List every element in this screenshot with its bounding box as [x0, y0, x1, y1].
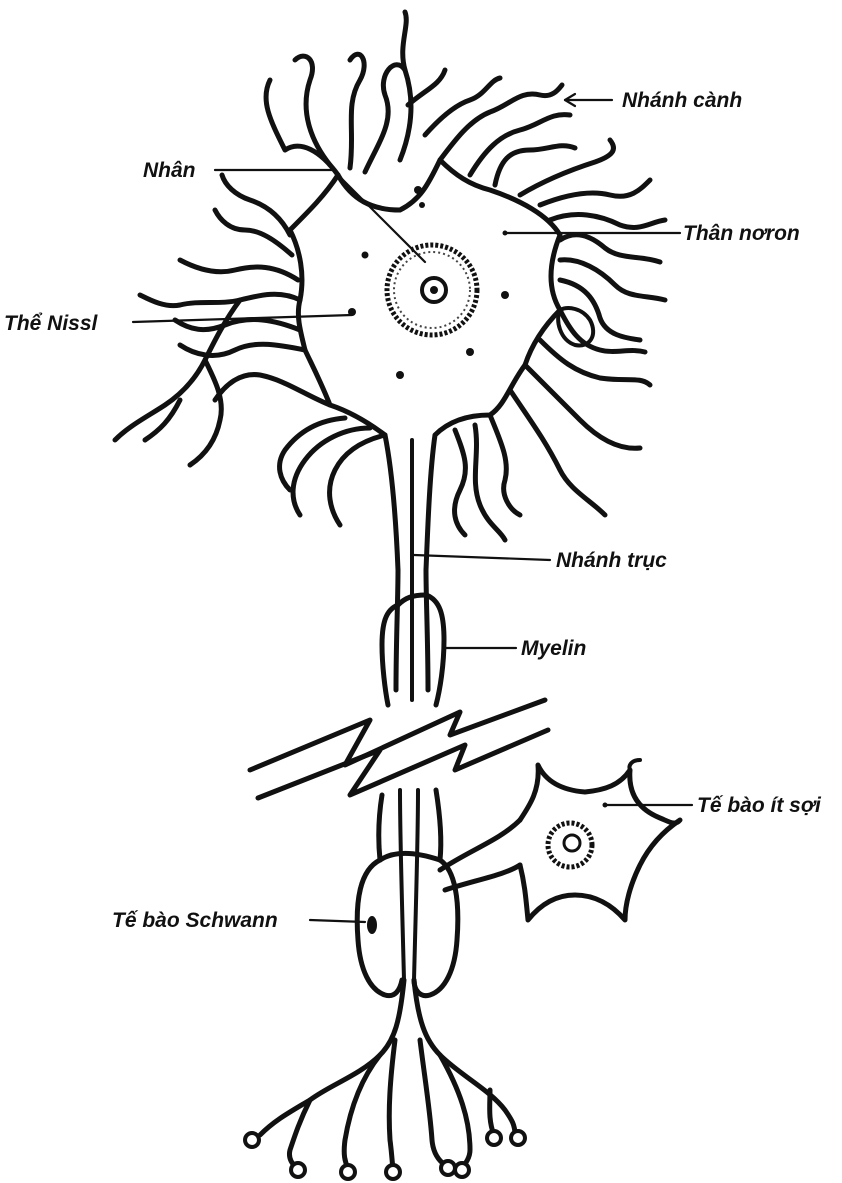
label-myelin: Myelin	[521, 638, 586, 659]
label-nhanh-truc: Nhánh trục	[556, 550, 667, 571]
leader-nhan	[215, 170, 425, 262]
leader-nhanh-truc	[414, 555, 550, 560]
label-the-nissl: Thể Nissl	[4, 313, 97, 334]
axon-terminals	[245, 980, 525, 1179]
label-nhan: Nhân	[143, 160, 196, 181]
nucleus	[387, 245, 477, 335]
label-te-bao-it-soi: Tế bào ít sợi	[697, 795, 821, 816]
label-nhanh-canh: Nhánh cành	[622, 90, 742, 111]
label-te-bao-schwann: Tế bào Schwann	[112, 910, 278, 931]
oligodendrocyte	[520, 760, 680, 920]
label-than-noron: Thân nơron	[683, 223, 800, 244]
nissl-bodies	[348, 186, 509, 379]
axon	[250, 440, 548, 996]
